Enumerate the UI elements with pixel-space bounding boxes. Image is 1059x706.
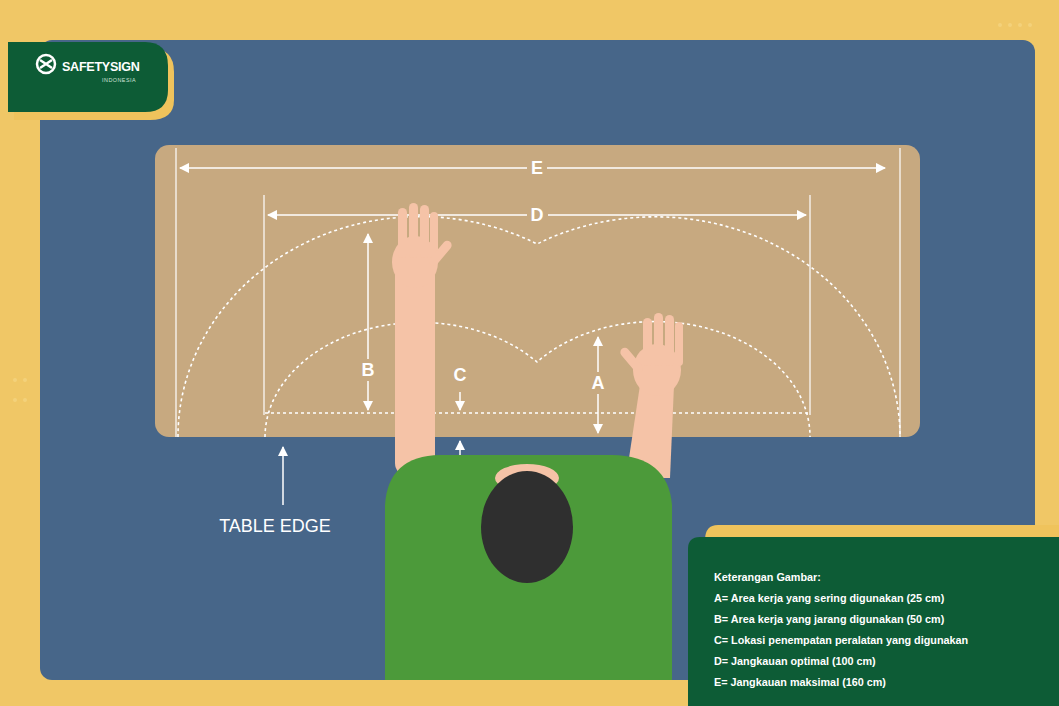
- body-text: C= Lokasi penempatan peralatan yang digu…: [714, 630, 1049, 651]
- body-text: A= Area kerja yang sering digunakan (25 …: [714, 588, 1049, 609]
- logo-icon: [37, 55, 55, 73]
- dimension-letter: E: [527, 157, 547, 179]
- reach-arcs: [178, 217, 900, 437]
- worker: [385, 203, 683, 680]
- body-text: INDONESIA: [62, 76, 160, 84]
- dimension-letter: A: [588, 372, 609, 394]
- heading-text: Keterangan Gambar:: [714, 567, 1049, 588]
- dimension-letter: D: [527, 204, 548, 226]
- legend-panel: [688, 537, 1059, 706]
- body-text: B= Area kerja yang jarang digunakan (50 …: [714, 609, 1049, 630]
- dimension-letter: C: [450, 364, 471, 386]
- heading-text: SAFETYSIGN: [62, 58, 160, 76]
- dimension-lines: [180, 168, 885, 505]
- body-text: D= Jangkauan optimal (100 cm): [714, 651, 1049, 672]
- extension-lines: [176, 148, 900, 437]
- logo-badge: [8, 42, 168, 112]
- table-edge-label: TABLE EDGE: [215, 515, 335, 537]
- logo-badge: SAFETYSIGNINDONESIA: [30, 50, 164, 88]
- legend-box: Keterangan Gambar:A= Area kerja yang ser…: [688, 537, 1059, 706]
- desk: [155, 145, 920, 437]
- dimension-letter: B: [358, 359, 379, 381]
- body-text: E= Jangkauan maksimal (160 cm): [714, 672, 1049, 693]
